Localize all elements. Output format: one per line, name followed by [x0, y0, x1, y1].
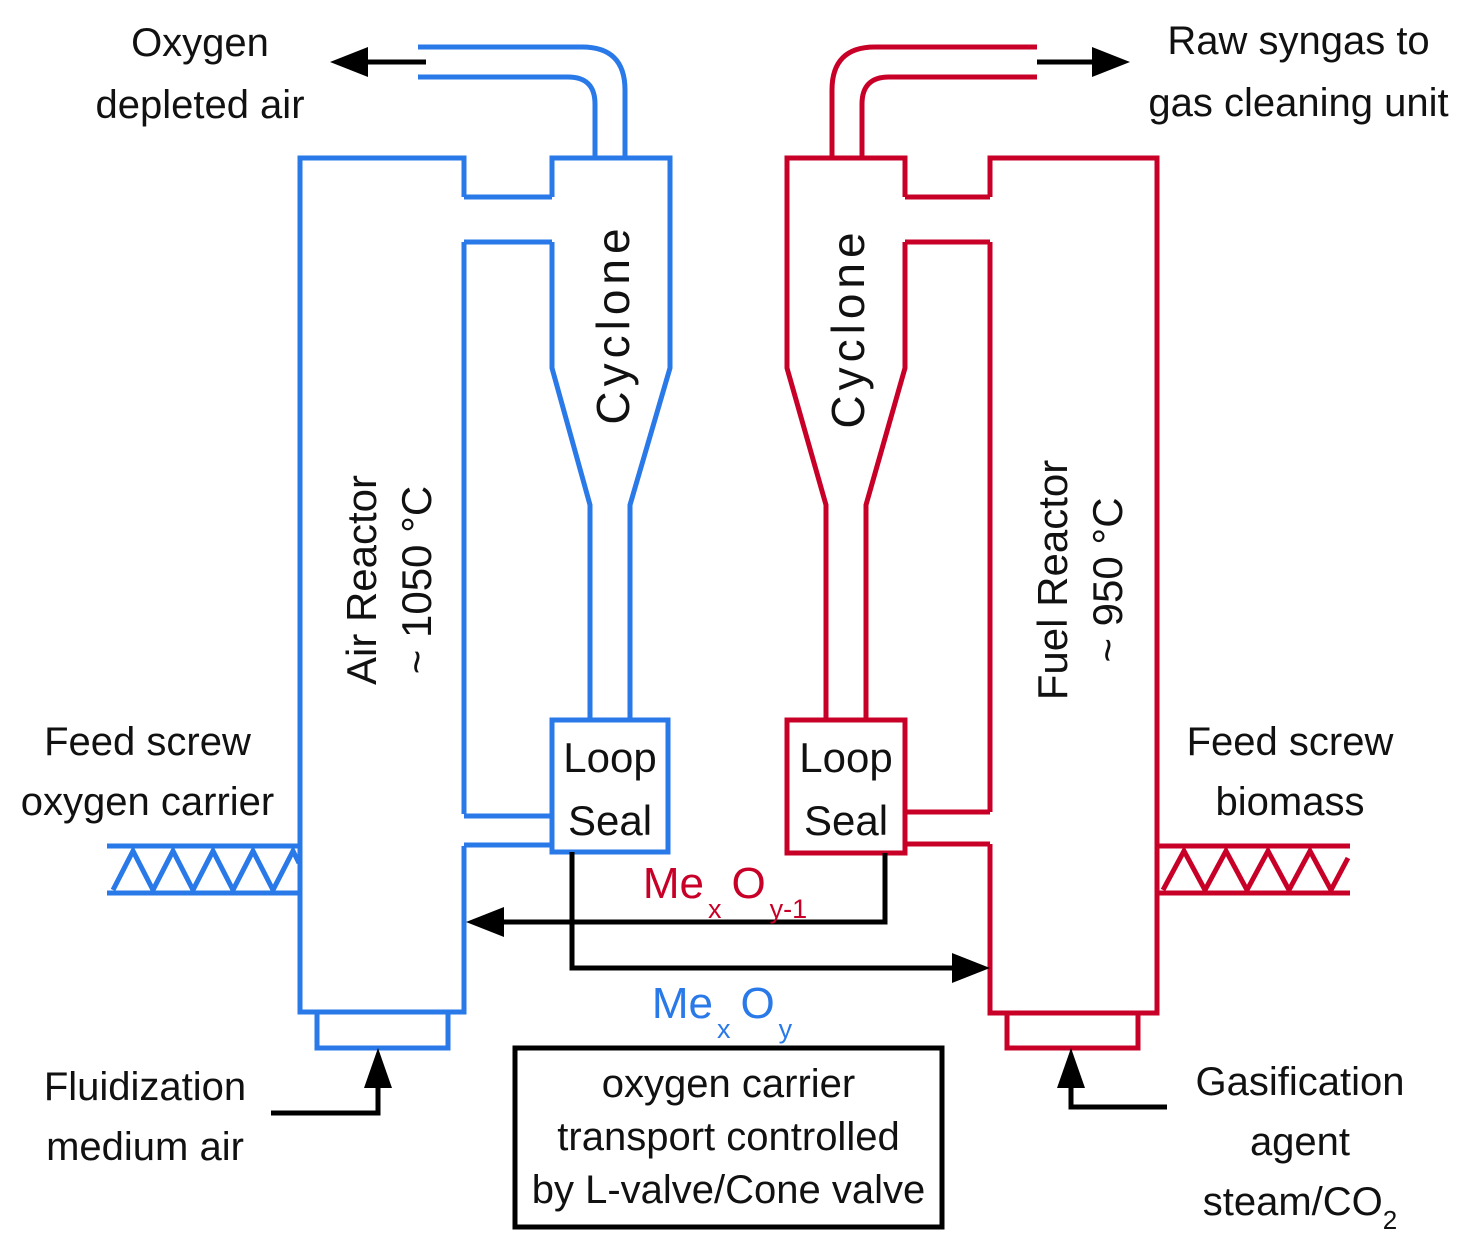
fuel-reactor-name: Fuel Reactor: [1029, 459, 1076, 701]
gasification-line3: steam/CO2: [1202, 1180, 1398, 1235]
fuel-reactor-temperature: ~ 950 °C: [1084, 497, 1132, 663]
fluidization-line1: Fluidization: [43, 1065, 247, 1109]
gasification-label: Gasification agent steam/CO2: [1150, 1052, 1450, 1235]
mexoy-oxidized-base2: O: [740, 979, 775, 1028]
oxygen-depleted-air-label: Oxygen depleted air: [20, 12, 380, 136]
gasification-line1: Gasification: [1195, 1060, 1405, 1104]
feed-screw-left-casing: [107, 843, 300, 896]
gasification-line2: agent: [1249, 1120, 1351, 1164]
valve-note-line1: oxygen carrier: [601, 1061, 856, 1106]
mexoy-reduced-arrowhead: [466, 907, 504, 937]
loop-seal-left-line1: Loop: [563, 734, 657, 781]
raw-syngas-arrowhead: [1092, 47, 1130, 77]
feed-screw-right-line1: Feed screw: [1186, 720, 1394, 764]
oxygen-depleted-air-arrowhead: [330, 47, 368, 77]
mexoy-reduced-base1: Me: [642, 859, 704, 908]
loop-seal-right-duct: [905, 809, 990, 847]
cyclone-left-label: Cyclone: [587, 223, 639, 425]
mexoy-oxidized-label: MexOy: [577, 979, 877, 1043]
mexoy-reduced-sub2: y-1: [769, 894, 808, 924]
oxygen-depleted-air-line2: depleted air: [95, 83, 305, 127]
cyclone-left-outlet-pipe-inner: [418, 74, 598, 158]
fluidization-arrow-line: [271, 1086, 381, 1116]
gasification-co2-subscript: 2: [1382, 1205, 1398, 1235]
loop-seal-left-duct: [464, 813, 552, 848]
feed-screw-left-line1: Feed screw: [44, 720, 251, 764]
air-reactor-cyclone-duct: [464, 194, 552, 245]
air-reactor-temperature: ~ 1050 °C: [393, 485, 441, 675]
fuel-reactor-label: Fuel Reactor ~ 950 °C: [1025, 380, 1131, 780]
cyclone-right-label: Cyclone: [822, 227, 874, 429]
raw-syngas-line1: Raw syngas to: [1167, 19, 1430, 63]
mexoy-oxidized-sub1: x: [716, 1014, 731, 1044]
mexoy-oxidized-sub2: y: [778, 1014, 793, 1044]
loop-seal-right-line2: Seal: [803, 797, 889, 844]
air-reactor-bottom-inset: [314, 1012, 451, 1051]
cyclone-right-body-right: [863, 242, 908, 720]
loop-seal-right-box: [784, 717, 908, 856]
gasification-arrow-line: [1068, 1086, 1167, 1110]
fuel-reactor-cyclone-duct: [905, 194, 990, 245]
cyclone-left-outlet-pipe-outer: [418, 44, 628, 158]
fuel-reactor-bottom-inset: [1004, 1013, 1141, 1051]
mexoy-reduced-transport-line: [500, 853, 888, 925]
air-reactor-name: Air Reactor: [338, 474, 385, 686]
feed-screw-right-casing: [1157, 843, 1350, 896]
valve-note-line3: by L-valve/Cone valve: [531, 1168, 926, 1213]
fuel-reactor-outline: [987, 155, 1160, 1016]
fluidization-arrowhead: [364, 1048, 392, 1088]
cyclone-left-body-right: [549, 155, 673, 720]
raw-syngas-label: Raw syngas to gas cleaning unit: [1125, 10, 1472, 134]
loop-seal-right-line1: Loop: [799, 734, 893, 781]
mexoy-reduced-base2: O: [731, 859, 766, 908]
cyclone-right-outlet-pipe-outer: [829, 44, 1037, 158]
air-reactor-label: Air Reactor ~ 1050 °C: [334, 380, 440, 780]
cyclone-right-body-left: [784, 155, 908, 720]
loop-seal-left-label: Loop Seal: [552, 726, 668, 852]
cyclone-left-body-left: [549, 242, 593, 720]
feed-screw-right-label: Feed screw biomass: [1140, 712, 1440, 832]
mexoy-oxidized-transport-line: [569, 852, 953, 971]
loop-seal-left-box: [549, 717, 671, 855]
fluidization-line2: medium air: [46, 1125, 244, 1169]
feed-screw-left-auger: [110, 845, 302, 896]
air-reactor-outline: [297, 155, 467, 1015]
loop-seal-right-label: Loop Seal: [787, 726, 905, 852]
fluidization-label: Fluidization medium air: [0, 1057, 290, 1177]
valve-note-line2: transport controlled: [557, 1114, 900, 1159]
feed-screw-left-line2: oxygen carrier: [20, 780, 275, 824]
oxygen-depleted-air-line1: Oxygen: [131, 21, 269, 65]
raw-syngas-line2: gas cleaning unit: [1148, 81, 1449, 125]
mexoy-oxidized-arrowhead: [952, 953, 990, 983]
mexoy-reduced-label: MexOy-1: [580, 859, 880, 923]
valve-note-box: [512, 1045, 945, 1230]
feed-screw-right-line2: biomass: [1215, 780, 1365, 824]
valve-note-label: oxygen carrier transport controlled by L…: [518, 1051, 939, 1224]
feed-screw-left-label: Feed screw oxygen carrier: [0, 712, 295, 832]
feed-screw-right-auger: [1160, 845, 1351, 896]
mexoy-oxidized-base1: Me: [651, 979, 713, 1028]
cyclone-right-outlet-pipe-inner: [859, 74, 1037, 158]
loop-seal-left-line2: Seal: [567, 797, 653, 844]
mexoy-reduced-sub1: x: [707, 894, 722, 924]
gasification-arrowhead: [1057, 1048, 1085, 1088]
